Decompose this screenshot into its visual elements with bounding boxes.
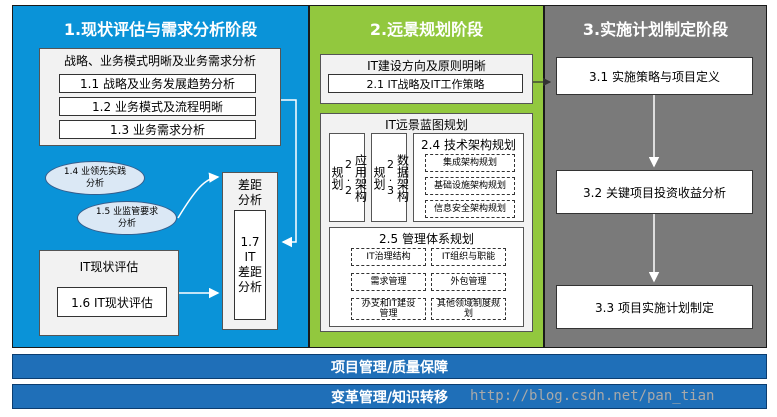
mgmt-item-governance: IT治理结构 [351,248,426,266]
mgmt-item-construction: 办支和IT建设 管理 [351,298,426,320]
mgmt-item-demand: 需求管理 [351,273,426,291]
data-architecture-box: 规划 2.3 数据架构 [371,133,410,222]
direction-panel-title: IT建设方向及原则明晰 [367,59,486,73]
strategy-item-1-2: 1.2 业务模式及流程明晰 [59,97,256,116]
watermark: http://blog.csdn.net/pan_tian [470,388,715,404]
phase3-title: 3.实施计划制定阶段 [582,20,729,39]
gap-analysis-title: 差距 分析 [237,178,262,207]
it-status-item: 1.6 IT现状评估 [57,287,167,317]
phase3-item-3-3: 3.3 项目实施计划制定 [556,285,753,329]
mgmt-item-other: 其他领域制度规 划 [431,298,506,320]
gap-analysis-inner: 1.7 IT 差距 分析 [234,210,266,320]
tech-item-infrastructure: 基础设施架构规划 [425,177,515,195]
bar-project-management: 项目管理/质量保障 [12,354,767,379]
tech-item-security: 信息安全架构规划 [425,200,515,218]
mgmt-item-organization: IT组织与职能 [431,248,506,266]
app-architecture-num: 2.2 [342,158,355,197]
tech-architecture-title: 2.4 技术架构规划 [421,138,516,152]
data-architecture-prefix: 规划 [372,165,386,190]
phase3-item-3-1: 3.1 实施策略与项目定义 [556,57,753,95]
data-architecture-label: 数据架构 [395,153,410,202]
blueprint-panel-title: IT远景蓝图规划 [385,118,468,132]
mgmt-item-outsourcing: 外包管理 [431,273,506,291]
it-status-title: IT现状评估 [79,260,139,274]
ellipse-regulatory-requirements: 1.5 业监管要求 分析 [77,201,177,235]
data-architecture-num: 2.3 [384,158,397,197]
management-system-title: 2.5 管理体系规划 [379,232,474,246]
phase3-item-3-2: 3.2 关键项目投资收益分析 [556,170,753,214]
strategy-panel-title: 战略、业务模式明晰及业务需求分析 [63,54,256,68]
strategy-item-1-3: 1.3 业务需求分析 [59,120,256,139]
direction-item: 2.1 IT战略及IT工作策略 [328,74,523,93]
phase2-title: 2.远景规划阶段 [369,20,484,39]
phase1-title: 1.现状评估与需求分析阶段 [63,20,258,39]
app-architecture-prefix: 规划 [330,165,344,190]
app-architecture-label: 应用架构 [353,153,368,202]
ellipse-leading-practice: 1.4 业领先实践 分析 [45,161,145,195]
tech-item-integration: 集成架构规划 [425,154,515,172]
strategy-item-1-1: 1.1 战略及业务发展趋势分析 [59,74,256,93]
app-architecture-box: 规划 2.2 应用架构 [329,133,368,222]
bar-change-management: 变革管理/知识转移 [12,384,767,409]
